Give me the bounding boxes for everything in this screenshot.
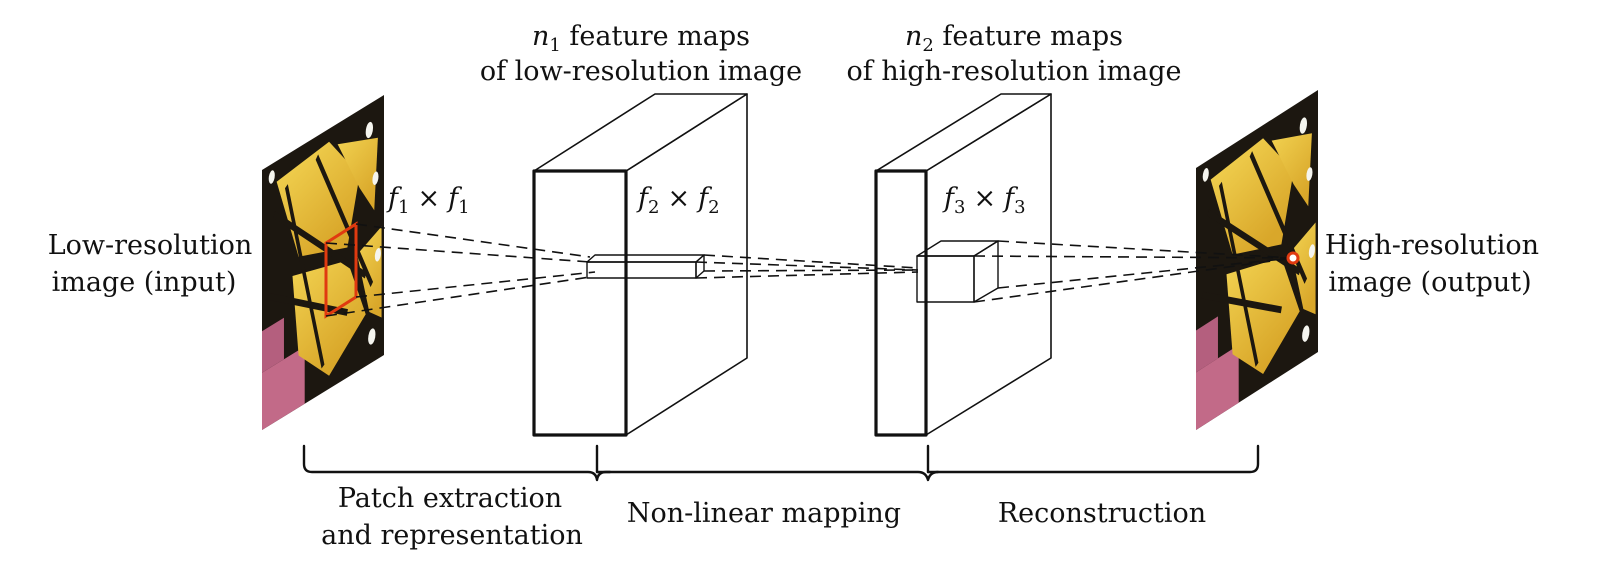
layer2-title-line2: of high-resolution image bbox=[847, 56, 1182, 87]
projection-lines-2 bbox=[695, 254, 919, 279]
feature-block-1 bbox=[532, 93, 748, 437]
filter-size-2: f2×f2 bbox=[636, 183, 720, 218]
stage-patch-line2: and representation bbox=[321, 520, 583, 551]
projection-lines-3 bbox=[973, 240, 1294, 303]
output-label-line2: image (output) bbox=[1328, 267, 1531, 298]
feature-block-2 bbox=[874, 93, 1052, 437]
layer1-title-line1: n1 feature maps bbox=[532, 21, 750, 56]
layer2-title-line1: n2 feature maps bbox=[905, 21, 1123, 56]
input-image bbox=[262, 95, 384, 430]
input-label-line1: Low-resolution bbox=[48, 230, 253, 261]
brace-reconstruction bbox=[926, 444, 1260, 474]
stage-patch-line1: Patch extraction bbox=[338, 483, 562, 514]
brace-non-linear bbox=[595, 470, 940, 482]
stage-mapping: Non-linear mapping bbox=[627, 498, 901, 529]
layer1-title-line2: of low-resolution image bbox=[480, 56, 802, 87]
filter-size-1: f1×f1 bbox=[386, 183, 470, 218]
brace-patch-extraction bbox=[302, 444, 612, 482]
output-label-line1: High-resolution bbox=[1325, 230, 1539, 261]
input-label-line2: image (input) bbox=[52, 267, 237, 298]
stage-reconstruction: Reconstruction bbox=[998, 498, 1206, 529]
output-pixel-marker bbox=[1286, 251, 1300, 265]
projection-lines-1 bbox=[325, 223, 596, 317]
output-image bbox=[1196, 90, 1318, 430]
